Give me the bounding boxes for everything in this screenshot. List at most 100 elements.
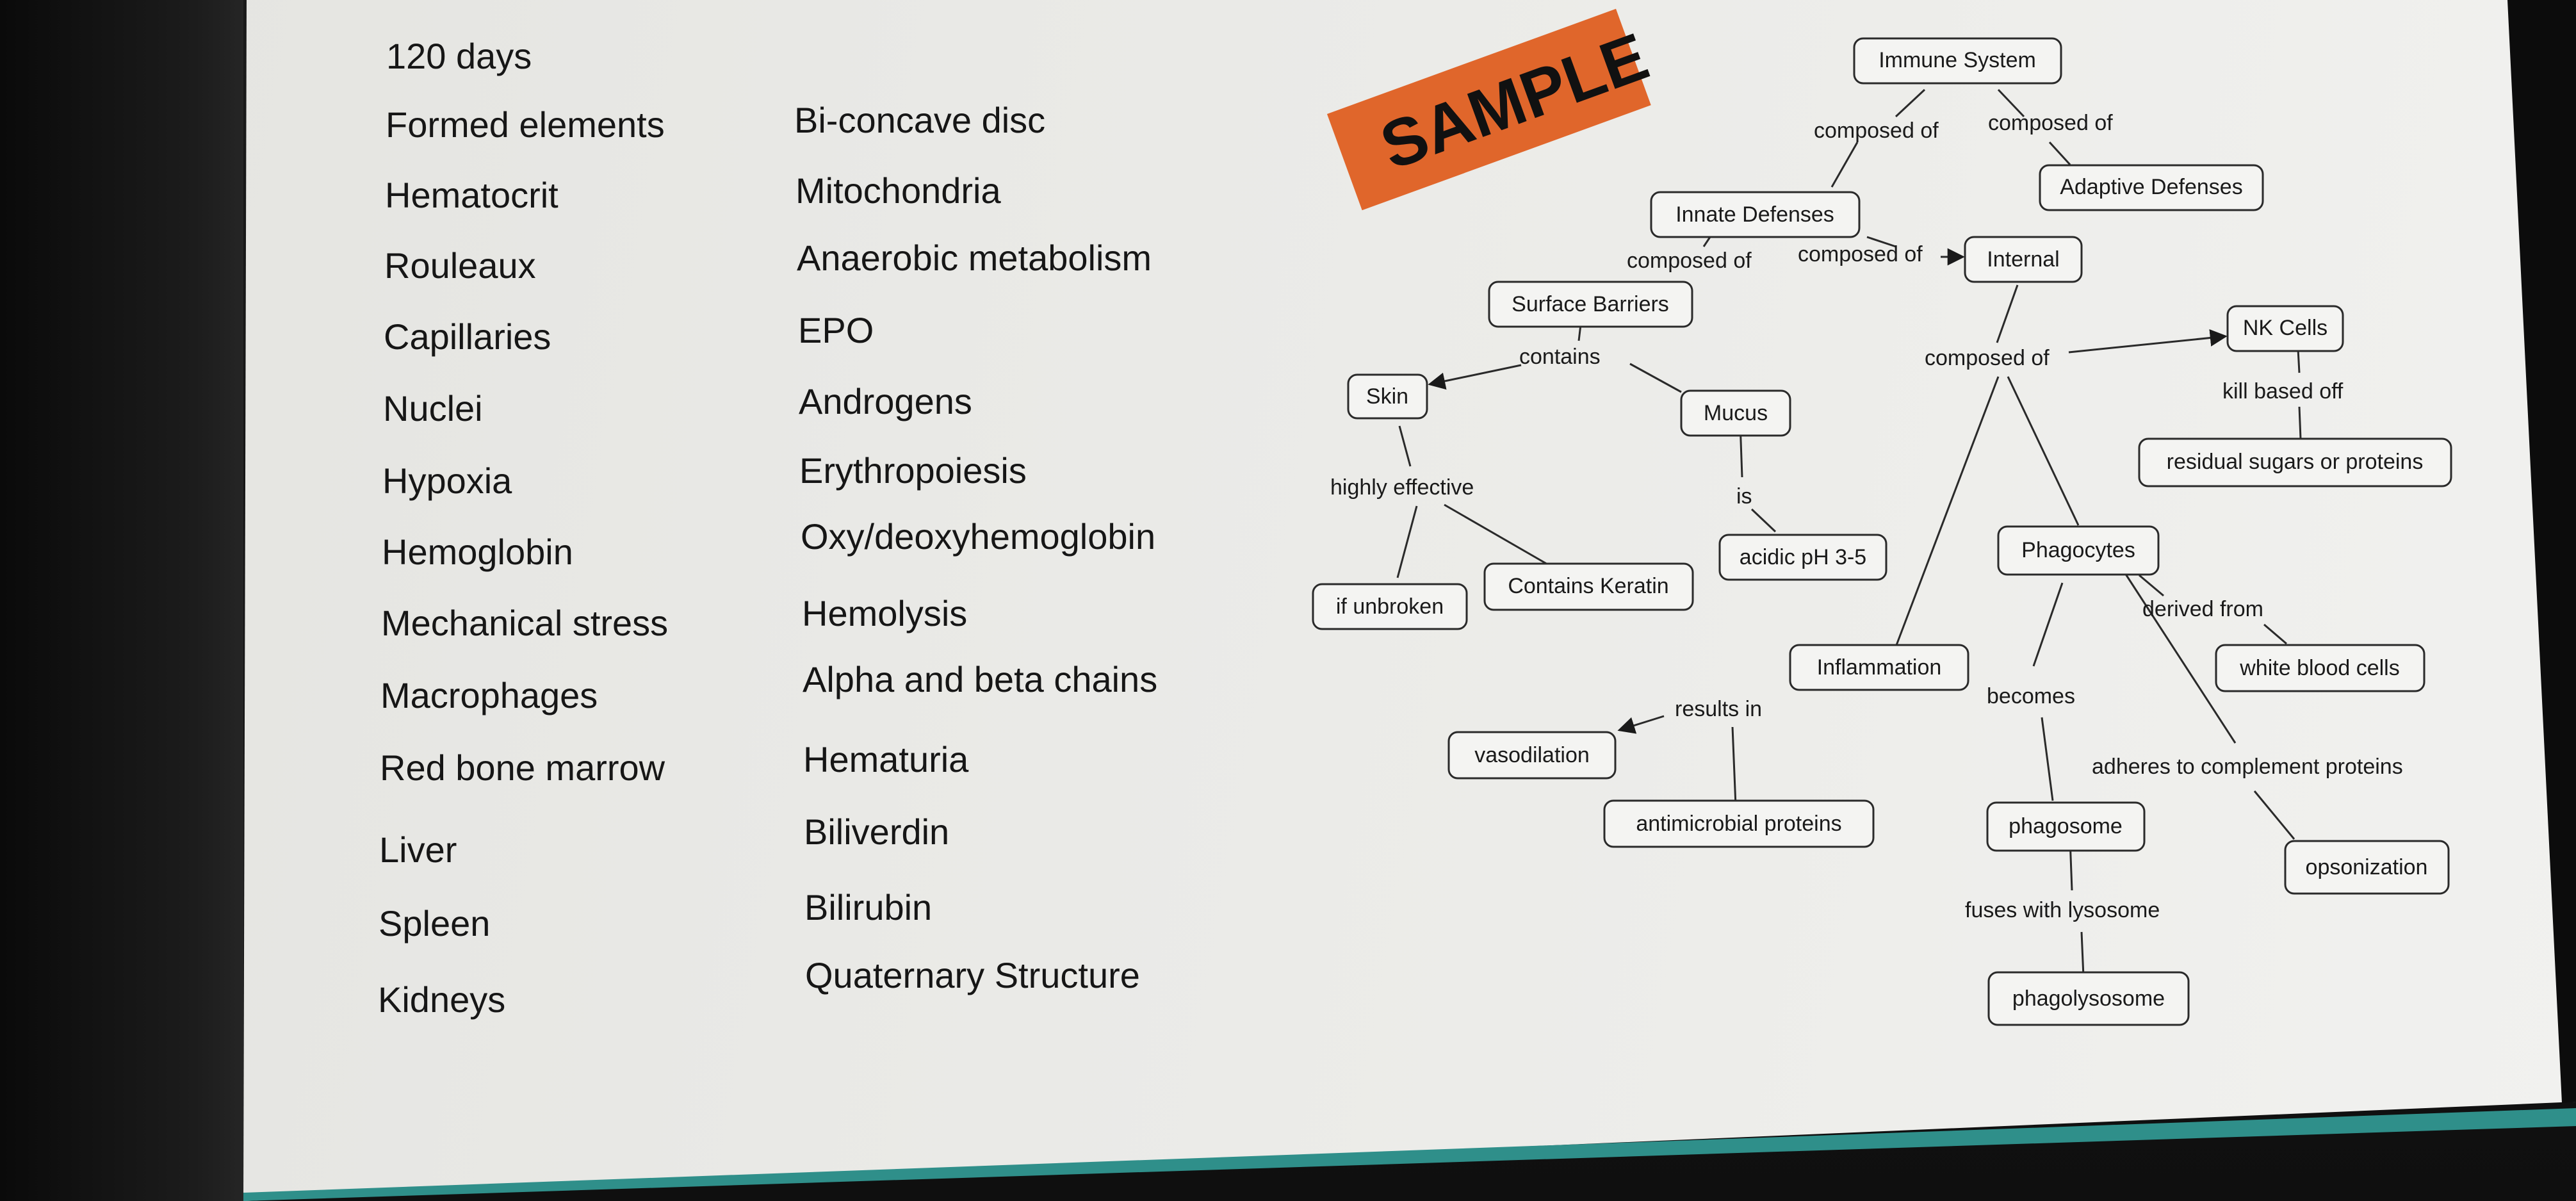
concept-node-phagocytes: Phagocytes	[1997, 525, 2160, 576]
concept-node-immune-system: Immune System	[1853, 37, 2062, 85]
edge	[2124, 573, 2237, 744]
term-item: Oxy/deoxyhemoglobin	[801, 516, 1156, 557]
edge	[2298, 406, 2302, 439]
link-label: contains	[1519, 345, 1601, 369]
node-label: Mucus	[1704, 401, 1768, 425]
link-label: becomes	[1987, 684, 2075, 708]
node-label: Inflammation	[1817, 655, 1942, 680]
concept-map-link-labels: composed of composed of composed of comp…	[1330, 111, 2403, 922]
term-item: 120 days	[386, 36, 532, 76]
link-label: results in	[1675, 697, 1762, 721]
node-label: phagolysosome	[2012, 986, 2165, 1011]
concept-node-residual-sugars: residual sugars or proteins	[2138, 437, 2452, 487]
node-label: Internal	[1987, 247, 2059, 272]
node-label: opsonization	[2306, 855, 2428, 879]
term-item: Formed elements	[386, 104, 665, 145]
edge	[1428, 364, 1522, 390]
link-label: composed of	[1814, 118, 1939, 143]
link-label: is	[1736, 484, 1752, 509]
term-item: Liver	[379, 829, 457, 870]
node-label: antimicrobial proteins	[1636, 812, 1841, 836]
link-label: composed of	[1925, 346, 2050, 370]
term-item: Androgens	[799, 381, 972, 421]
concept-node-contains-keratin: Contains Keratin	[1483, 562, 1694, 611]
term-item: Mechanical stress	[381, 603, 669, 643]
left-bezel	[0, 0, 243, 1201]
term-item: Hematocrit	[385, 175, 558, 215]
node-label: if unbroken	[1336, 594, 1444, 619]
concept-node-adaptive-defenses: Adaptive Defenses	[2039, 164, 2264, 211]
edge	[2080, 931, 2085, 977]
edge	[1830, 142, 1859, 188]
term-item: Hemolysis	[802, 593, 968, 633]
concept-map-edges	[1396, 88, 2302, 977]
term-item: Hypoxia	[382, 461, 512, 501]
term-item: Macrophages	[380, 675, 598, 715]
concept-node-white-blood-cells: white blood cells	[2215, 644, 2425, 692]
concept-node-antimicrobial-proteins: antimicrobial proteins	[1603, 799, 1875, 848]
edge	[1997, 88, 2025, 118]
term-item: Anaerobic metabolism	[797, 238, 1152, 278]
node-label: NK Cells	[2243, 316, 2327, 340]
node-label: Phagocytes	[2021, 538, 2135, 562]
edge	[1396, 505, 1418, 578]
term-item: Nuclei	[383, 388, 483, 429]
link-label: composed of	[1988, 111, 2113, 135]
term-item: Spleen	[379, 903, 491, 944]
node-label: Innate Defenses	[1675, 202, 1834, 227]
edge	[1893, 376, 2000, 651]
term-item: Quaternary Structure	[805, 955, 1140, 995]
edge	[2297, 348, 2301, 373]
concept-node-phagosome: phagosome	[1986, 801, 2146, 852]
edge	[1750, 508, 1777, 533]
term-item: Alpha and beta chains	[803, 659, 1158, 699]
edge	[2041, 717, 2054, 801]
link-label: highly effective	[1330, 475, 1474, 500]
edge	[2139, 574, 2164, 597]
concept-node-mucus: Mucus	[1680, 389, 1791, 437]
node-label: white blood cells	[2239, 656, 2399, 680]
term-item: Mitochondria	[795, 170, 1001, 211]
edge	[2032, 582, 2064, 667]
edge	[2263, 623, 2287, 645]
edge	[1731, 726, 1737, 806]
node-label: Skin	[1366, 384, 1408, 409]
link-label: adheres to complement proteins	[2092, 755, 2403, 779]
term-item: Biliverdin	[804, 812, 950, 852]
node-label: vasodilation	[1474, 743, 1590, 767]
edge	[2007, 376, 2080, 526]
concept-node-opsonization: opsonization	[2284, 840, 2450, 895]
node-label: phagosome	[2009, 814, 2123, 838]
edge	[1617, 715, 1665, 734]
node-label: residual sugars or proteins	[2167, 450, 2424, 474]
concept-node-vasodilation: vasodilation	[1447, 731, 1617, 780]
edge	[2253, 790, 2295, 840]
term-item: Red bone marrow	[380, 748, 665, 788]
link-label: composed of	[1798, 242, 1923, 266]
node-label: Contains Keratin	[1508, 574, 1668, 598]
term-item: EPO	[798, 310, 874, 350]
node-label: Immune System	[1879, 48, 2036, 72]
term-item: Bi-concave disc	[794, 100, 1046, 140]
concept-node-surface-barriers: Surface Barriers	[1488, 281, 1693, 328]
edge	[1629, 363, 1682, 393]
term-item: Rouleaux	[384, 245, 536, 286]
term-item: Bilirubin	[804, 887, 933, 927]
edge	[1444, 503, 1549, 566]
concept-node-nk-cells: NK Cells	[2226, 305, 2344, 352]
node-label: acidic pH 3-5	[1740, 545, 1866, 569]
node-label: Adaptive Defenses	[2060, 175, 2242, 199]
term-item: Kidneys	[378, 979, 506, 1020]
sample-stamp-text: SAMPLE	[1371, 19, 1658, 184]
edge	[2048, 141, 2071, 166]
sample-stamp: SAMPLE	[1326, 8, 1658, 211]
link-label: kill based off	[2222, 379, 2344, 404]
concept-node-if-unbroken: if unbroken	[1312, 583, 1468, 630]
concept-node-skin: Skin	[1347, 373, 1428, 420]
term-item: Capillaries	[384, 316, 551, 357]
edge	[1398, 425, 1412, 467]
link-label: derived from	[2142, 597, 2263, 621]
edge	[1895, 88, 1926, 118]
concept-node-innate-defenses: Innate Defenses	[1650, 191, 1861, 238]
